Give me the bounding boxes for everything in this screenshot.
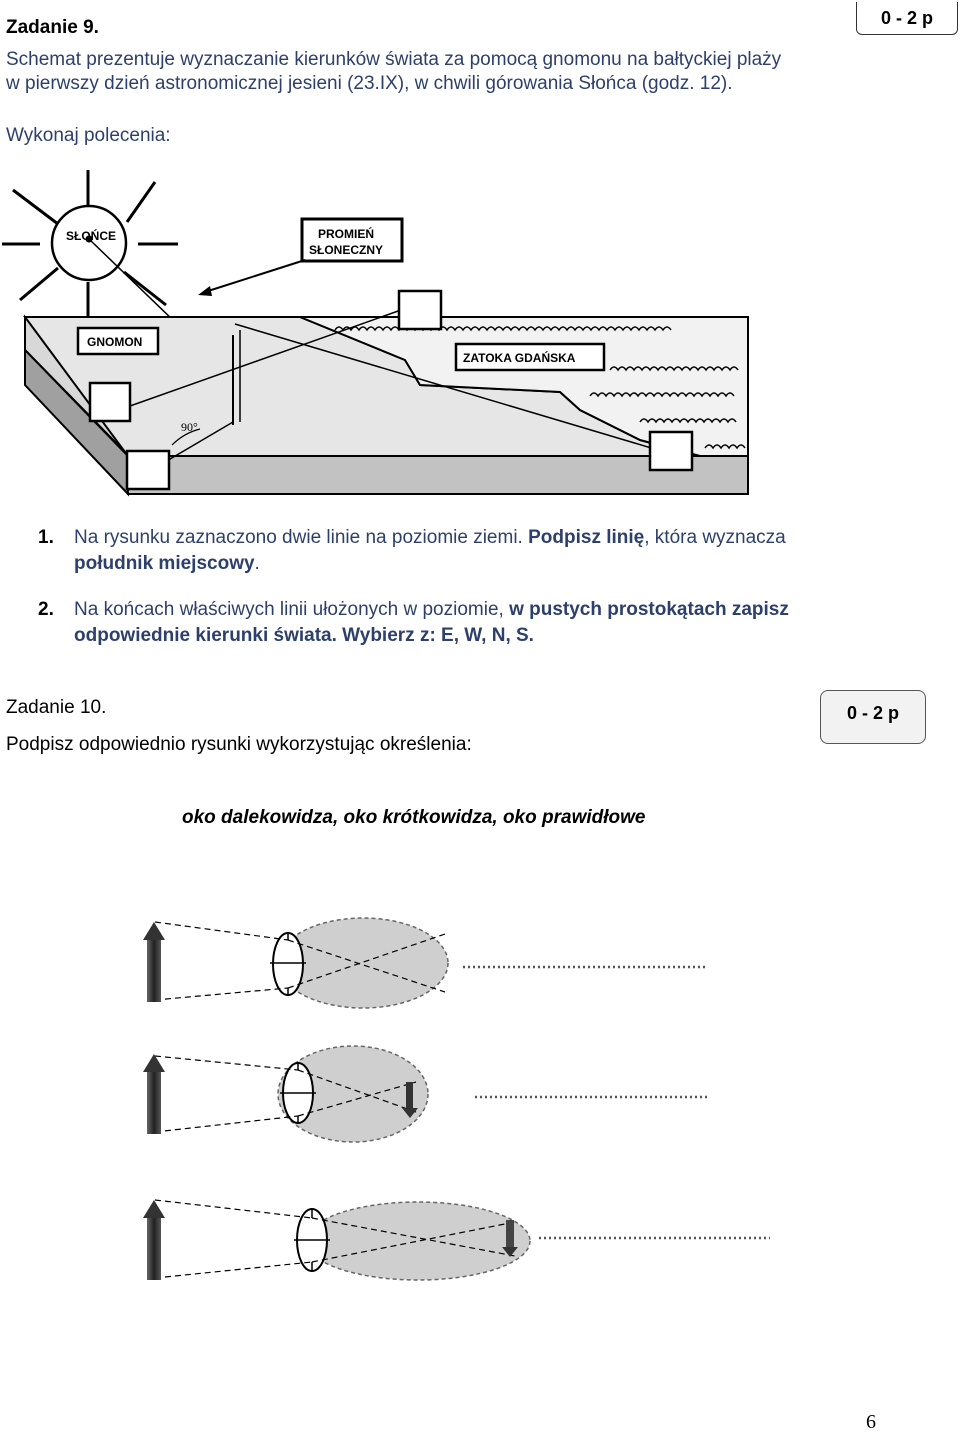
- direction-box-top[interactable]: [397, 289, 443, 331]
- direction-box-right[interactable]: [648, 430, 694, 472]
- task10-title: Zadanie 10.: [6, 697, 107, 718]
- eye-diagram-1: [143, 917, 705, 1009]
- ground-line-a: [129, 303, 419, 407]
- ground-line-b: [234, 323, 659, 451]
- direction-box-left[interactable]: [88, 381, 132, 423]
- task9-intro-line1: Schemat prezentuje wyznaczanie kierunków…: [6, 49, 782, 70]
- q1-bold1: Podpisz linię: [528, 527, 645, 548]
- q2-line1: Na końcach właściwych linii ułożonych w …: [74, 598, 789, 622]
- eye-diagram-2: [143, 1045, 707, 1143]
- bay-label: ZATOKA GDAŃSKA: [463, 350, 576, 365]
- gnomon-label: GNOMON: [87, 335, 142, 349]
- sun-label: SŁOŃCE: [66, 228, 116, 243]
- q1-part1: Na rysunku zaznaczono dwie linie na pozi…: [74, 527, 523, 548]
- task10-options: oko dalekowidza, oko krótkowidza, oko pr…: [182, 807, 646, 828]
- bay-water: [299, 316, 749, 457]
- sun-rays: [2, 170, 178, 320]
- q2-line2: odpowiednie kierunki świata. Wybierz z: …: [74, 625, 534, 646]
- ray-label-line2: SŁONECZNY: [309, 243, 383, 257]
- angle-label: 90°: [181, 420, 198, 434]
- q1-part2: , która wyznacza: [644, 527, 786, 548]
- sun-circle: [50, 204, 128, 282]
- task10-instruction: Podpisz odpowiednio rysunki wykorzystują…: [6, 734, 472, 755]
- q1-number: 1.: [38, 527, 54, 548]
- task10-points: 0 - 2 p: [846, 703, 899, 723]
- direction-box-bottom[interactable]: [125, 449, 171, 491]
- ray-label-line1: PROMIEŃ: [318, 226, 374, 241]
- q2-number: 2.: [38, 599, 54, 620]
- instructions-heading: Wykonaj polecenia:: [6, 125, 171, 146]
- q1-end: .: [254, 553, 260, 574]
- task9-points: 0 - 2 p: [880, 8, 933, 28]
- task9-intro-line2: w pierwszy dzień astronomicznej jesieni …: [6, 73, 733, 94]
- task9-title: Zadanie 9.: [6, 17, 99, 38]
- waves: [334, 326, 746, 450]
- task10-points-box: 0 - 2 p: [820, 690, 926, 744]
- eye-diagram-3: [143, 1199, 770, 1281]
- gnomon-diagram: SŁOŃCE PROMIEŃ SŁONECZNY ZATOKA GDAŃSKA …: [2, 170, 749, 497]
- q2-part1: Na końcach właściwych linii ułożonych w …: [74, 599, 504, 620]
- ray-label-box: [300, 217, 404, 263]
- q2-bold1: w pustych prostokątach zapisz: [509, 599, 789, 620]
- q1-bold2: południk miejscowy: [74, 553, 255, 574]
- gnomon-label-box: [76, 326, 160, 356]
- q1-line1: Na rysunku zaznaczono dwie linie na pozi…: [74, 526, 786, 550]
- page-number: 6: [866, 1411, 876, 1433]
- bay-label-box: [454, 342, 606, 372]
- task9-points-box: 0 - 2 p: [856, 2, 958, 35]
- eye-diagrams: [143, 917, 770, 1281]
- q1-line2: południk miejscowy.: [74, 552, 260, 576]
